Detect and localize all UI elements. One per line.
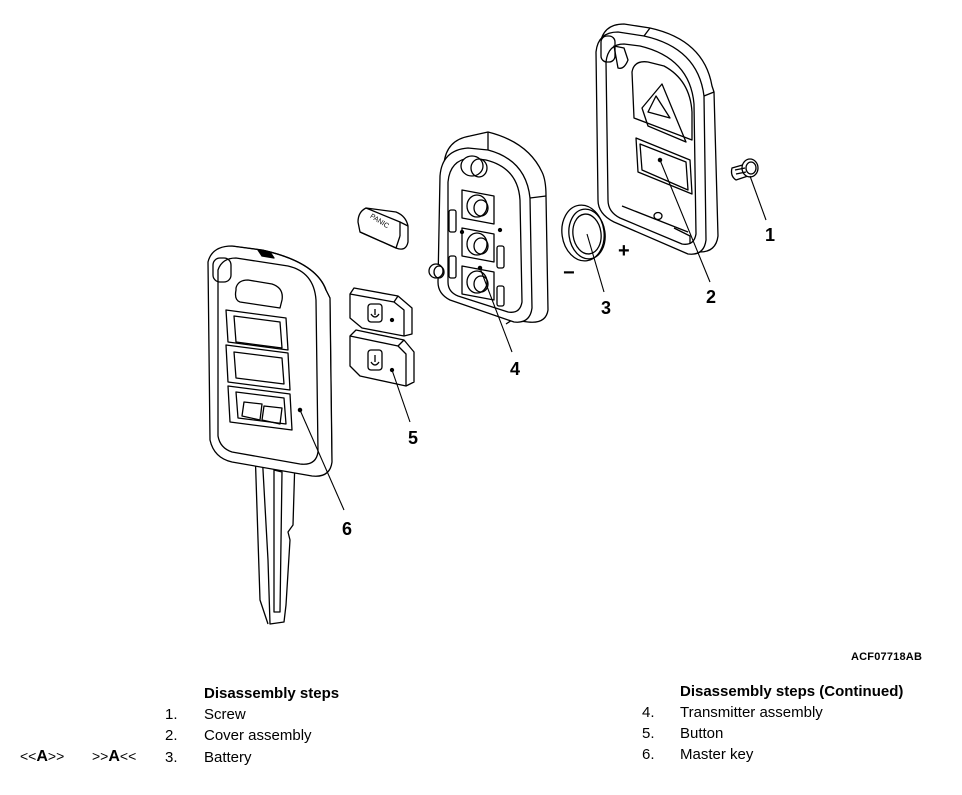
step-number: 1. — [165, 706, 178, 723]
callout-1: 1 — [765, 225, 775, 245]
callout-2: 2 — [706, 287, 716, 307]
battery-minus-sign: − — [563, 262, 575, 284]
transmitter-assembly-part — [428, 131, 549, 325]
leader-line-6 — [299, 409, 345, 511]
leader-line-4 — [479, 267, 513, 353]
callout-6: 6 — [342, 519, 352, 539]
step-label: Master key — [680, 746, 754, 763]
panic-button-part: PANIC — [357, 207, 409, 250]
leader-line-1 — [749, 175, 767, 221]
callout-3: 3 — [601, 298, 611, 318]
step-number: 5. — [642, 725, 655, 742]
leader-line-2 — [659, 159, 711, 283]
steps-continued-title: Disassembly steps (Continued) — [680, 683, 904, 700]
leader-lines — [299, 159, 767, 511]
steps-title: Disassembly steps — [204, 685, 340, 702]
leader-line-3 — [586, 233, 605, 293]
step-label: Button — [680, 725, 724, 742]
step-label: Transmitter assembly — [680, 704, 823, 721]
battery-part — [561, 204, 606, 262]
removal-service-marker: <<A>> — [20, 748, 65, 765]
installation-service-marker: >>A<< — [92, 748, 137, 765]
step-label: Battery — [204, 749, 252, 766]
screw-part — [730, 158, 759, 181]
exploded-view-diagram: PANIC — [207, 23, 775, 625]
battery-plus-sign: + — [618, 240, 630, 262]
figure-code: ACF07718AB — [851, 651, 923, 663]
button-part — [349, 287, 415, 387]
leader-line-5 — [391, 369, 411, 423]
callout-5: 5 — [408, 428, 418, 448]
step-label: Cover assembly — [204, 727, 312, 744]
master-key-part — [207, 245, 333, 625]
step-number: 2. — [165, 727, 178, 744]
step-number: 3. — [165, 749, 178, 766]
step-number: 4. — [642, 704, 655, 721]
step-label: Screw — [204, 706, 246, 723]
cover-assembly-part — [595, 23, 719, 255]
callout-4: 4 — [510, 359, 520, 379]
step-number: 6. — [642, 746, 655, 763]
